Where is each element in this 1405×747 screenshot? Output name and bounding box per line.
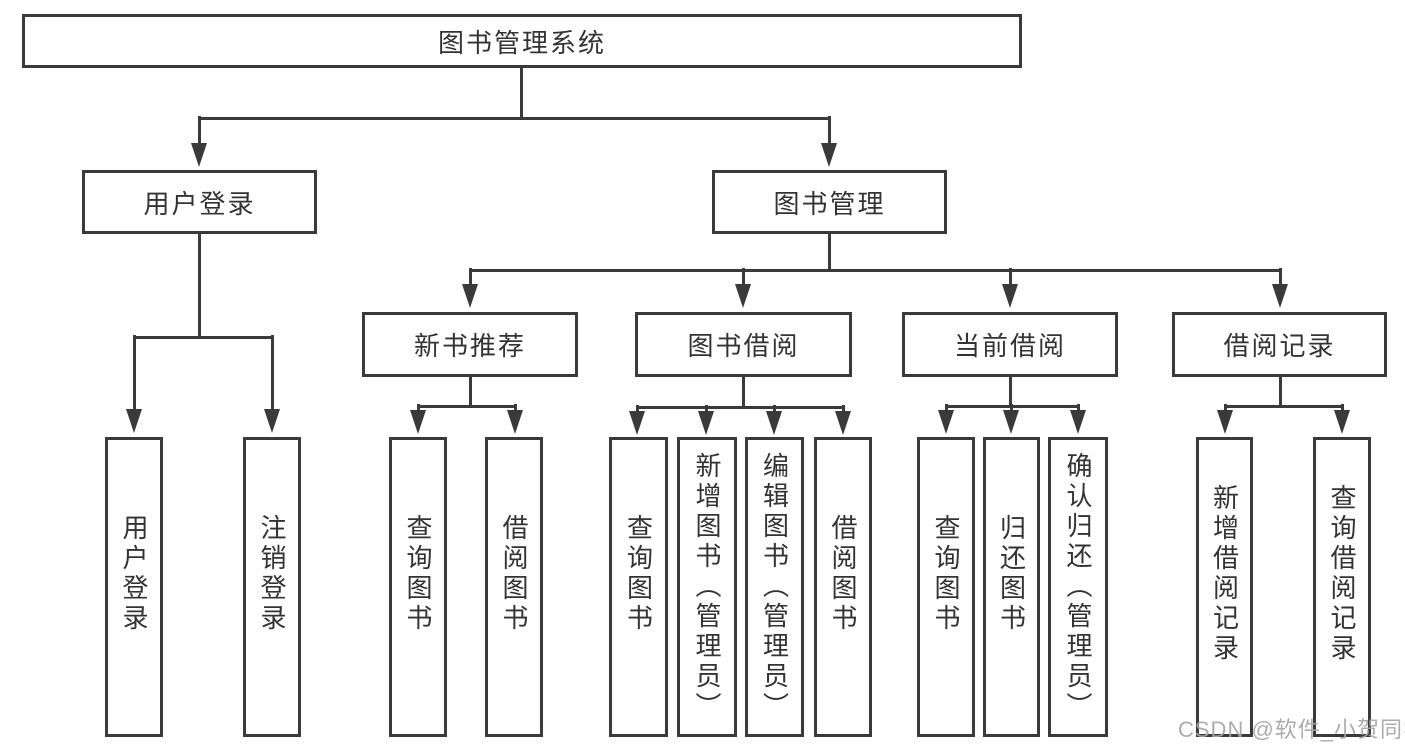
connector-hline: [132, 335, 274, 339]
connector-vline: [841, 405, 845, 414]
node-book-management: 图书管理: [712, 170, 947, 234]
connector-vline: [741, 268, 745, 286]
arrow-down-icon: [629, 411, 645, 435]
leaf-user-login: 用户登录: [105, 437, 163, 737]
leaf-logout: 注销登录: [243, 437, 301, 737]
leaf-label: 用户登录: [119, 514, 149, 634]
leaf-label: 借阅图书: [828, 514, 858, 634]
connector-vline: [704, 405, 708, 414]
arrow-down-icon: [821, 143, 837, 167]
leaf-current-confirm-return-admin: 确认归还（管理员）: [1048, 437, 1108, 737]
connector-vline: [827, 233, 831, 270]
connector-vline: [1076, 404, 1080, 413]
leaf-recommend-query-book: 查询图书: [389, 437, 447, 737]
connector-vline: [1223, 404, 1227, 413]
arrow-down-icon: [1070, 410, 1086, 434]
connector-hline: [416, 404, 517, 408]
arrow-down-icon: [410, 410, 426, 434]
arrow-down-icon: [1334, 410, 1350, 434]
leaf-label: 编辑图书（管理员）: [759, 452, 790, 722]
node-borrow-record: 借阅记录: [1172, 312, 1387, 377]
leaf-record-add-record: 新增借阅记录: [1196, 437, 1253, 737]
arrow-down-icon: [698, 411, 714, 435]
connector-vline: [741, 376, 745, 407]
leaf-label: 借阅图书: [499, 514, 529, 634]
leaf-borrow-add-book-admin: 新增图书（管理员）: [677, 437, 737, 737]
leaf-label: 查询图书: [403, 514, 433, 634]
connector-hline: [1223, 404, 1343, 408]
connector-vline: [772, 405, 776, 414]
arrow-down-icon: [938, 410, 954, 434]
node-user-login: 用户登录: [82, 170, 317, 234]
arrow-down-icon: [1003, 410, 1019, 434]
connector-vline: [468, 268, 472, 286]
connector-vline: [270, 335, 274, 412]
leaf-current-return-book: 归还图书: [983, 437, 1040, 737]
connector-vline: [197, 232, 201, 337]
connector-vline: [513, 404, 517, 413]
leaf-label: 查询借阅记录: [1327, 484, 1357, 664]
connector-vline: [132, 335, 136, 412]
node-current-borrow: 当前借阅: [902, 312, 1118, 377]
connector-vline: [416, 404, 420, 413]
leaf-label: 查询图书: [623, 514, 654, 634]
node-root: 图书管理系统: [22, 14, 1022, 68]
connector-vline: [197, 116, 201, 146]
arrow-down-icon: [835, 411, 851, 435]
leaf-label: 新增图书（管理员）: [692, 452, 722, 722]
connector-vline: [944, 404, 948, 413]
connector-vline: [1009, 404, 1013, 413]
arrow-down-icon: [1002, 284, 1018, 308]
arrow-down-icon: [264, 409, 280, 433]
node-book-borrow: 图书借阅: [635, 312, 852, 377]
arrow-down-icon: [507, 410, 523, 434]
connector-vline: [827, 116, 831, 146]
arrow-down-icon: [1217, 410, 1233, 434]
leaf-label: 确认归还（管理员）: [1063, 452, 1093, 722]
connector-hline: [468, 268, 1282, 272]
arrow-down-icon: [462, 284, 478, 308]
leaf-borrow-query-book: 查询图书: [609, 437, 668, 737]
arrow-down-icon: [735, 284, 751, 308]
connector-hline: [197, 116, 831, 120]
leaf-recommend-borrow-book: 借阅图书: [485, 437, 543, 737]
leaf-label: 归还图书: [996, 514, 1027, 634]
node-new-book-recommend: 新书推荐: [362, 312, 578, 377]
leaf-borrow-borrow-book: 借阅图书: [814, 437, 872, 737]
connector-vline: [519, 65, 523, 118]
leaf-label: 注销登录: [257, 514, 287, 634]
connector-vline: [468, 376, 472, 406]
connector-hline: [635, 405, 845, 409]
connector-vline: [1278, 376, 1282, 406]
arrow-down-icon: [191, 143, 207, 167]
connector-vline: [1278, 268, 1282, 286]
leaf-label: 查询图书: [931, 514, 961, 634]
leaf-current-query-book: 查询图书: [917, 437, 975, 737]
arrow-down-icon: [1272, 284, 1288, 308]
arrow-down-icon: [126, 409, 142, 433]
connector-vline: [1008, 376, 1012, 406]
connector-vline: [1340, 404, 1344, 413]
leaf-label: 新增借阅记录: [1209, 484, 1240, 664]
connector-vline: [635, 405, 639, 414]
arrow-down-icon: [766, 411, 782, 435]
watermark: CSDN @软件_小贺同学: [1178, 717, 1405, 742]
leaf-borrow-edit-book-admin: 编辑图书（管理员）: [745, 437, 804, 737]
leaf-record-query-record: 查询借阅记录: [1313, 437, 1371, 737]
connector-vline: [1008, 268, 1012, 286]
